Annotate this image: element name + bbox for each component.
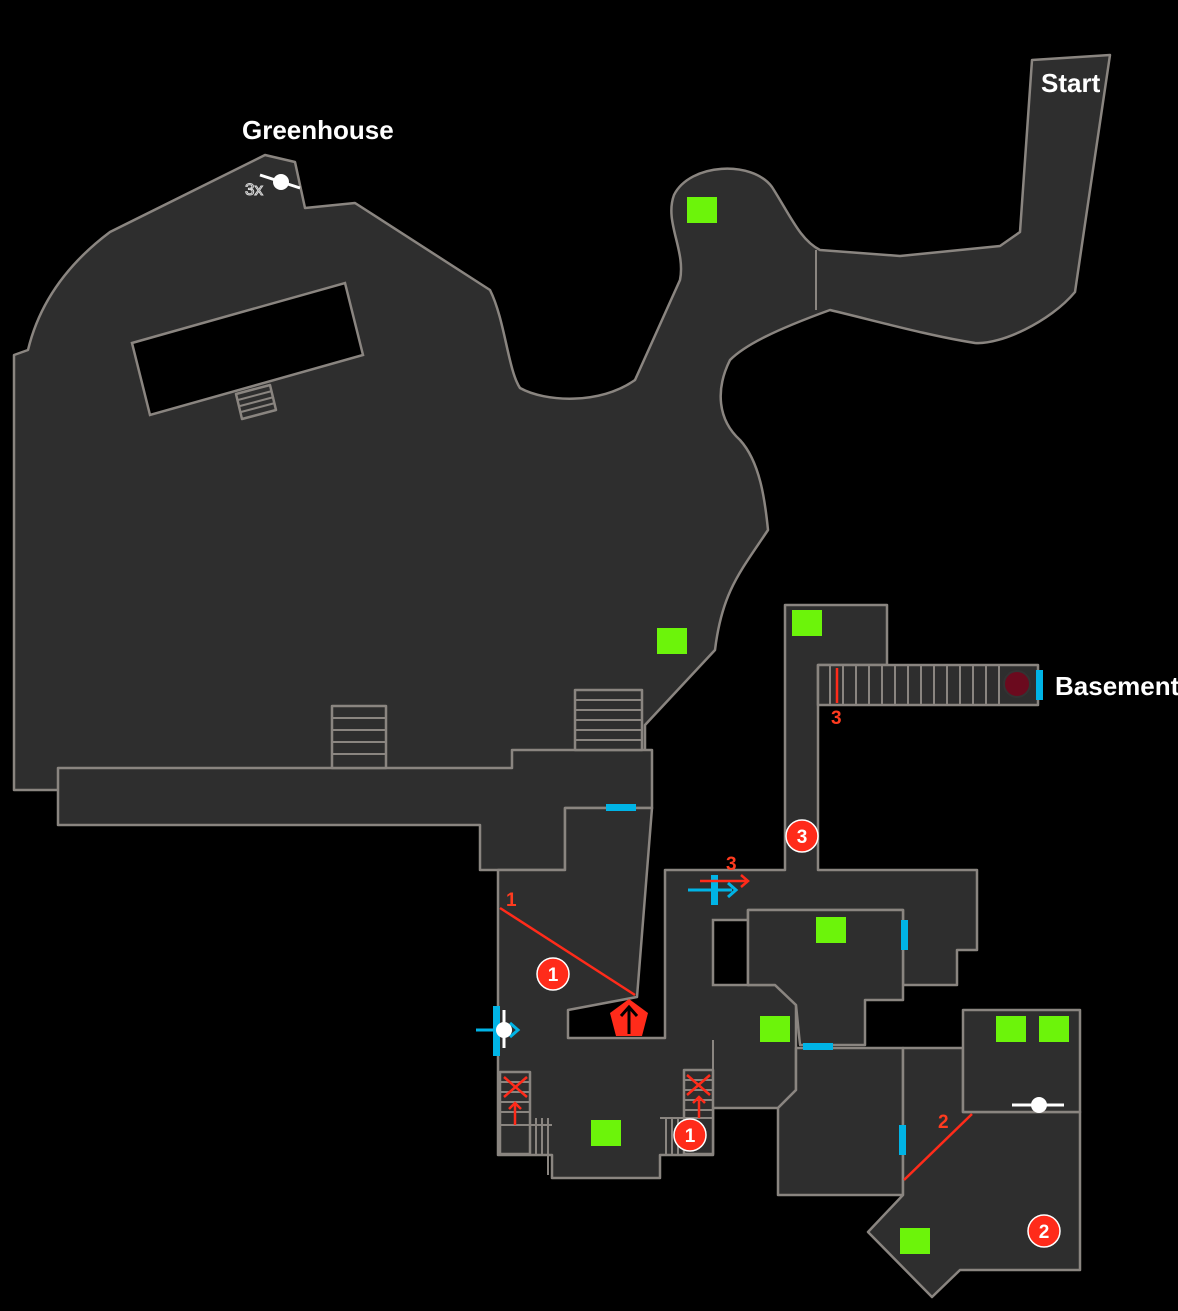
save-count: 3x — [245, 180, 263, 199]
item-box-icon[interactable] — [816, 917, 846, 943]
door-icon[interactable] — [803, 1043, 833, 1050]
basement-exit-icon[interactable] — [1003, 670, 1031, 698]
item-box-icon[interactable] — [687, 197, 717, 223]
item-box-icon[interactable] — [591, 1120, 621, 1146]
svg-text:3: 3 — [797, 827, 808, 848]
route-number: 3 — [831, 708, 842, 729]
svg-text:1: 1 — [685, 1126, 696, 1147]
blocked-stairs-icon — [503, 1074, 711, 1125]
stairs-right — [573, 688, 644, 752]
item-box-icon[interactable] — [760, 1016, 790, 1042]
room-south-center — [776, 1046, 905, 1197]
route-lines — [499, 668, 973, 1181]
basement-label: Basement — [1055, 671, 1178, 701]
route-number: 1 — [506, 890, 517, 911]
item-box-icon[interactable] — [792, 610, 822, 636]
door-icon[interactable] — [899, 1125, 906, 1155]
greenhouse-label: Greenhouse — [242, 115, 394, 145]
item-boxes — [591, 197, 1069, 1254]
item-box-icon[interactable] — [996, 1016, 1026, 1042]
badge-icon: 2 — [1027, 1214, 1061, 1248]
save-point-icon[interactable] — [259, 173, 301, 190]
badge-icon: 1 — [536, 957, 570, 991]
route-number: 3 — [726, 854, 737, 875]
greenhouse-building — [130, 281, 365, 417]
door-icon[interactable] — [606, 804, 636, 811]
door-icon[interactable] — [901, 920, 908, 950]
stairs-left — [330, 704, 388, 770]
boss-pentagon-icon[interactable] — [610, 999, 648, 1036]
item-box-icon[interactable] — [657, 628, 687, 654]
badge-icon: 3 — [785, 819, 819, 853]
badge-icon: 1 — [673, 1118, 707, 1152]
route-number: 2 — [938, 1112, 949, 1133]
void — [711, 918, 750, 987]
start-label: Start — [1041, 68, 1101, 98]
door-icon[interactable] — [1036, 670, 1043, 700]
basement-stairs — [816, 663, 1040, 707]
svg-text:2: 2 — [1039, 1222, 1050, 1243]
item-box-icon[interactable] — [900, 1228, 930, 1254]
svg-text:1: 1 — [548, 965, 559, 986]
save-point-icon[interactable] — [1012, 1097, 1064, 1113]
greenhouse-stairs — [234, 383, 278, 421]
save-point-icon[interactable] — [496, 1010, 512, 1048]
outdoor-area — [12, 53, 1112, 792]
item-box-icon[interactable] — [1039, 1016, 1069, 1042]
